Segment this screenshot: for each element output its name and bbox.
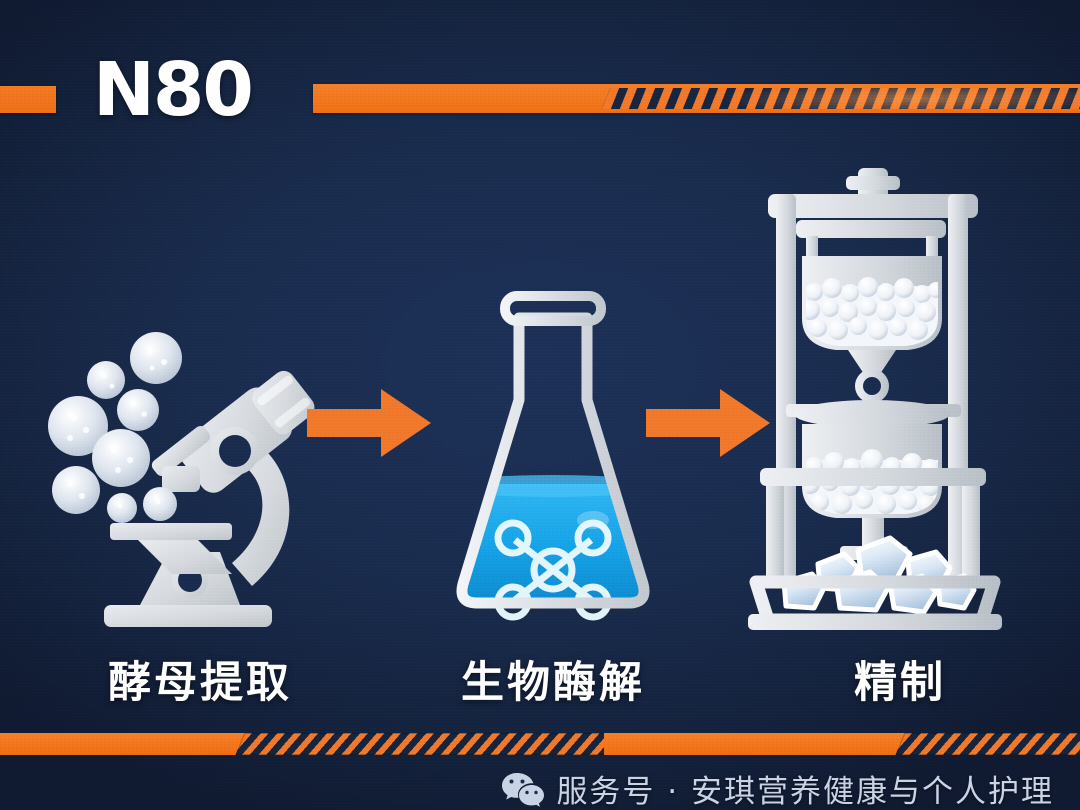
- footer-bar-segment-stripes-left: [235, 733, 625, 755]
- brand-title: N80: [93, 47, 254, 133]
- arrow-step1-step2: [305, 387, 433, 459]
- step-label-2: 生物酶解: [461, 658, 645, 708]
- header-stripe-inset: [601, 88, 1080, 109]
- header-accent-bar-left: [0, 86, 56, 113]
- header-stripe-glow: [601, 88, 1080, 109]
- header-accent-bar-right: [313, 84, 1080, 113]
- erlenmeyer-flask-icon: [443, 288, 663, 628]
- footer-bar-segment-solid-right: [604, 733, 914, 755]
- wechat-account-line: 服务号 · 安琪营养健康与个人护理: [0, 766, 1080, 810]
- microscope-icon: [48, 318, 330, 628]
- step-label-1: 酵母提取: [108, 658, 292, 708]
- arrow-step2-step3: [644, 387, 772, 459]
- footer-accent-bar: [0, 733, 1080, 755]
- wechat-icon: [502, 772, 545, 807]
- refining-press-icon: [740, 168, 1010, 633]
- footer-bar-segment-solid-left: [0, 733, 248, 755]
- step-label-3: 精制: [854, 658, 946, 708]
- wechat-account-text: 服务号 · 安琪营养健康与个人护理: [556, 774, 1054, 810]
- footer-bar-segment-stripes-right: [895, 733, 1080, 755]
